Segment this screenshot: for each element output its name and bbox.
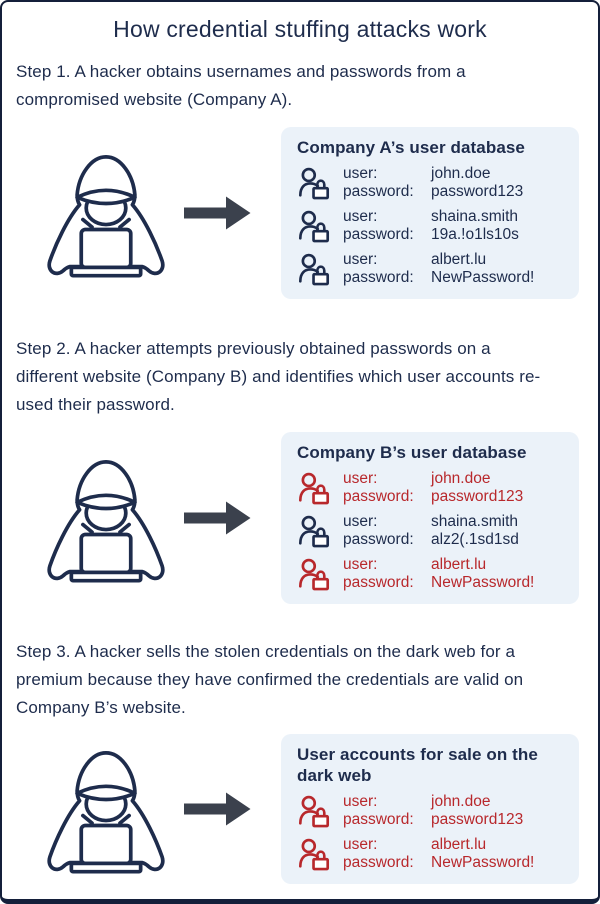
hacker-laptop-icon xyxy=(40,743,172,875)
user-label: user: xyxy=(343,513,378,530)
step-2-diagram: Company B’s user database user: password… xyxy=(2,432,598,604)
user-lock-icon xyxy=(297,837,331,871)
user-lock-icon xyxy=(297,514,331,548)
password-label: password: xyxy=(343,226,414,243)
user-label: user: xyxy=(343,208,378,225)
password-value: 19a.!o1ls10s xyxy=(431,226,519,243)
company-b-database-panel: Company B’s user database user: password… xyxy=(281,432,579,604)
password-label: password: xyxy=(343,574,414,591)
username-value: shaina.smith xyxy=(431,208,519,225)
page-title: How credential stuffing attacks work xyxy=(113,16,487,42)
user-lock-icon xyxy=(297,252,331,286)
user-lock-icon xyxy=(297,557,331,591)
account-row: user: password: albert.lu NewPassword! xyxy=(297,251,563,287)
user-label: user: xyxy=(343,251,378,268)
step-2-section: Step 2. A hacker attempts previously obt… xyxy=(2,335,598,604)
company-a-database-panel: Company A’s user database user: password… xyxy=(281,127,579,299)
username-value: shaina.smith xyxy=(431,513,519,530)
password-label: password: xyxy=(343,488,414,505)
right-arrow-icon xyxy=(184,791,252,827)
account-row-compromised: user: password: albert.lu NewPassword! xyxy=(297,836,563,872)
username-value: john.doe xyxy=(431,470,491,487)
panel-title: Company A’s user database xyxy=(297,138,525,157)
password-value: alz2(.1sd1sd xyxy=(431,531,519,548)
step-2-description: Step 2. A hacker attempts previously obt… xyxy=(16,339,541,414)
password-value: password123 xyxy=(431,811,524,828)
right-arrow-icon xyxy=(184,500,252,536)
password-label: password: xyxy=(343,269,414,286)
password-label: password: xyxy=(343,811,414,828)
step-1-diagram: Company A’s user database user: password… xyxy=(2,127,598,299)
step-1-section: Step 1. A hacker obtains usernames and p… xyxy=(2,58,598,299)
user-label: user: xyxy=(343,836,378,853)
step-3-description: Step 3. A hacker sells the stolen creden… xyxy=(16,642,524,717)
panel-title: User accounts for sale on the dark web xyxy=(297,745,538,785)
account-row: user: password: john.doe password123 xyxy=(297,165,563,201)
username-value: albert.lu xyxy=(431,251,487,268)
right-arrow-icon xyxy=(184,195,252,231)
username-value: albert.lu xyxy=(431,556,487,573)
user-lock-icon xyxy=(297,471,331,505)
account-row-compromised: user: password: john.doe password123 xyxy=(297,793,563,829)
step-3-diagram: User accounts for sale on the dark web u… xyxy=(2,734,598,884)
step-3-section: Step 3. A hacker sells the stolen creden… xyxy=(2,638,598,884)
account-row: user: password: shaina.smith 19a.!o1ls10… xyxy=(297,208,563,244)
user-label: user: xyxy=(343,556,378,573)
panel-title: Company B’s user database xyxy=(297,443,527,462)
password-value: NewPassword! xyxy=(431,269,535,286)
hacker-laptop-icon xyxy=(40,452,172,584)
account-row-compromised: user: password: albert.lu NewPassword! xyxy=(297,556,563,592)
username-value: albert.lu xyxy=(431,836,487,853)
password-label: password: xyxy=(343,183,414,200)
username-value: john.doe xyxy=(431,165,491,182)
password-label: password: xyxy=(343,854,414,871)
user-lock-icon xyxy=(297,794,331,828)
hacker-laptop-icon xyxy=(40,147,172,279)
user-label: user: xyxy=(343,165,378,182)
user-lock-icon xyxy=(297,166,331,200)
username-value: john.doe xyxy=(431,793,491,810)
step-1-description: Step 1. A hacker obtains usernames and p… xyxy=(16,62,466,109)
password-label: password: xyxy=(343,531,414,548)
user-label: user: xyxy=(343,470,378,487)
password-value: NewPassword! xyxy=(431,574,535,591)
password-value: NewPassword! xyxy=(431,854,535,871)
user-label: user: xyxy=(343,793,378,810)
password-value: password123 xyxy=(431,183,524,200)
password-value: password123 xyxy=(431,488,524,505)
user-lock-icon xyxy=(297,209,331,243)
dark-web-sale-panel: User accounts for sale on the dark web u… xyxy=(281,734,579,884)
account-row: user: password: shaina.smith alz2(.1sd1s… xyxy=(297,513,563,549)
account-row-compromised: user: password: john.doe password123 xyxy=(297,470,563,506)
